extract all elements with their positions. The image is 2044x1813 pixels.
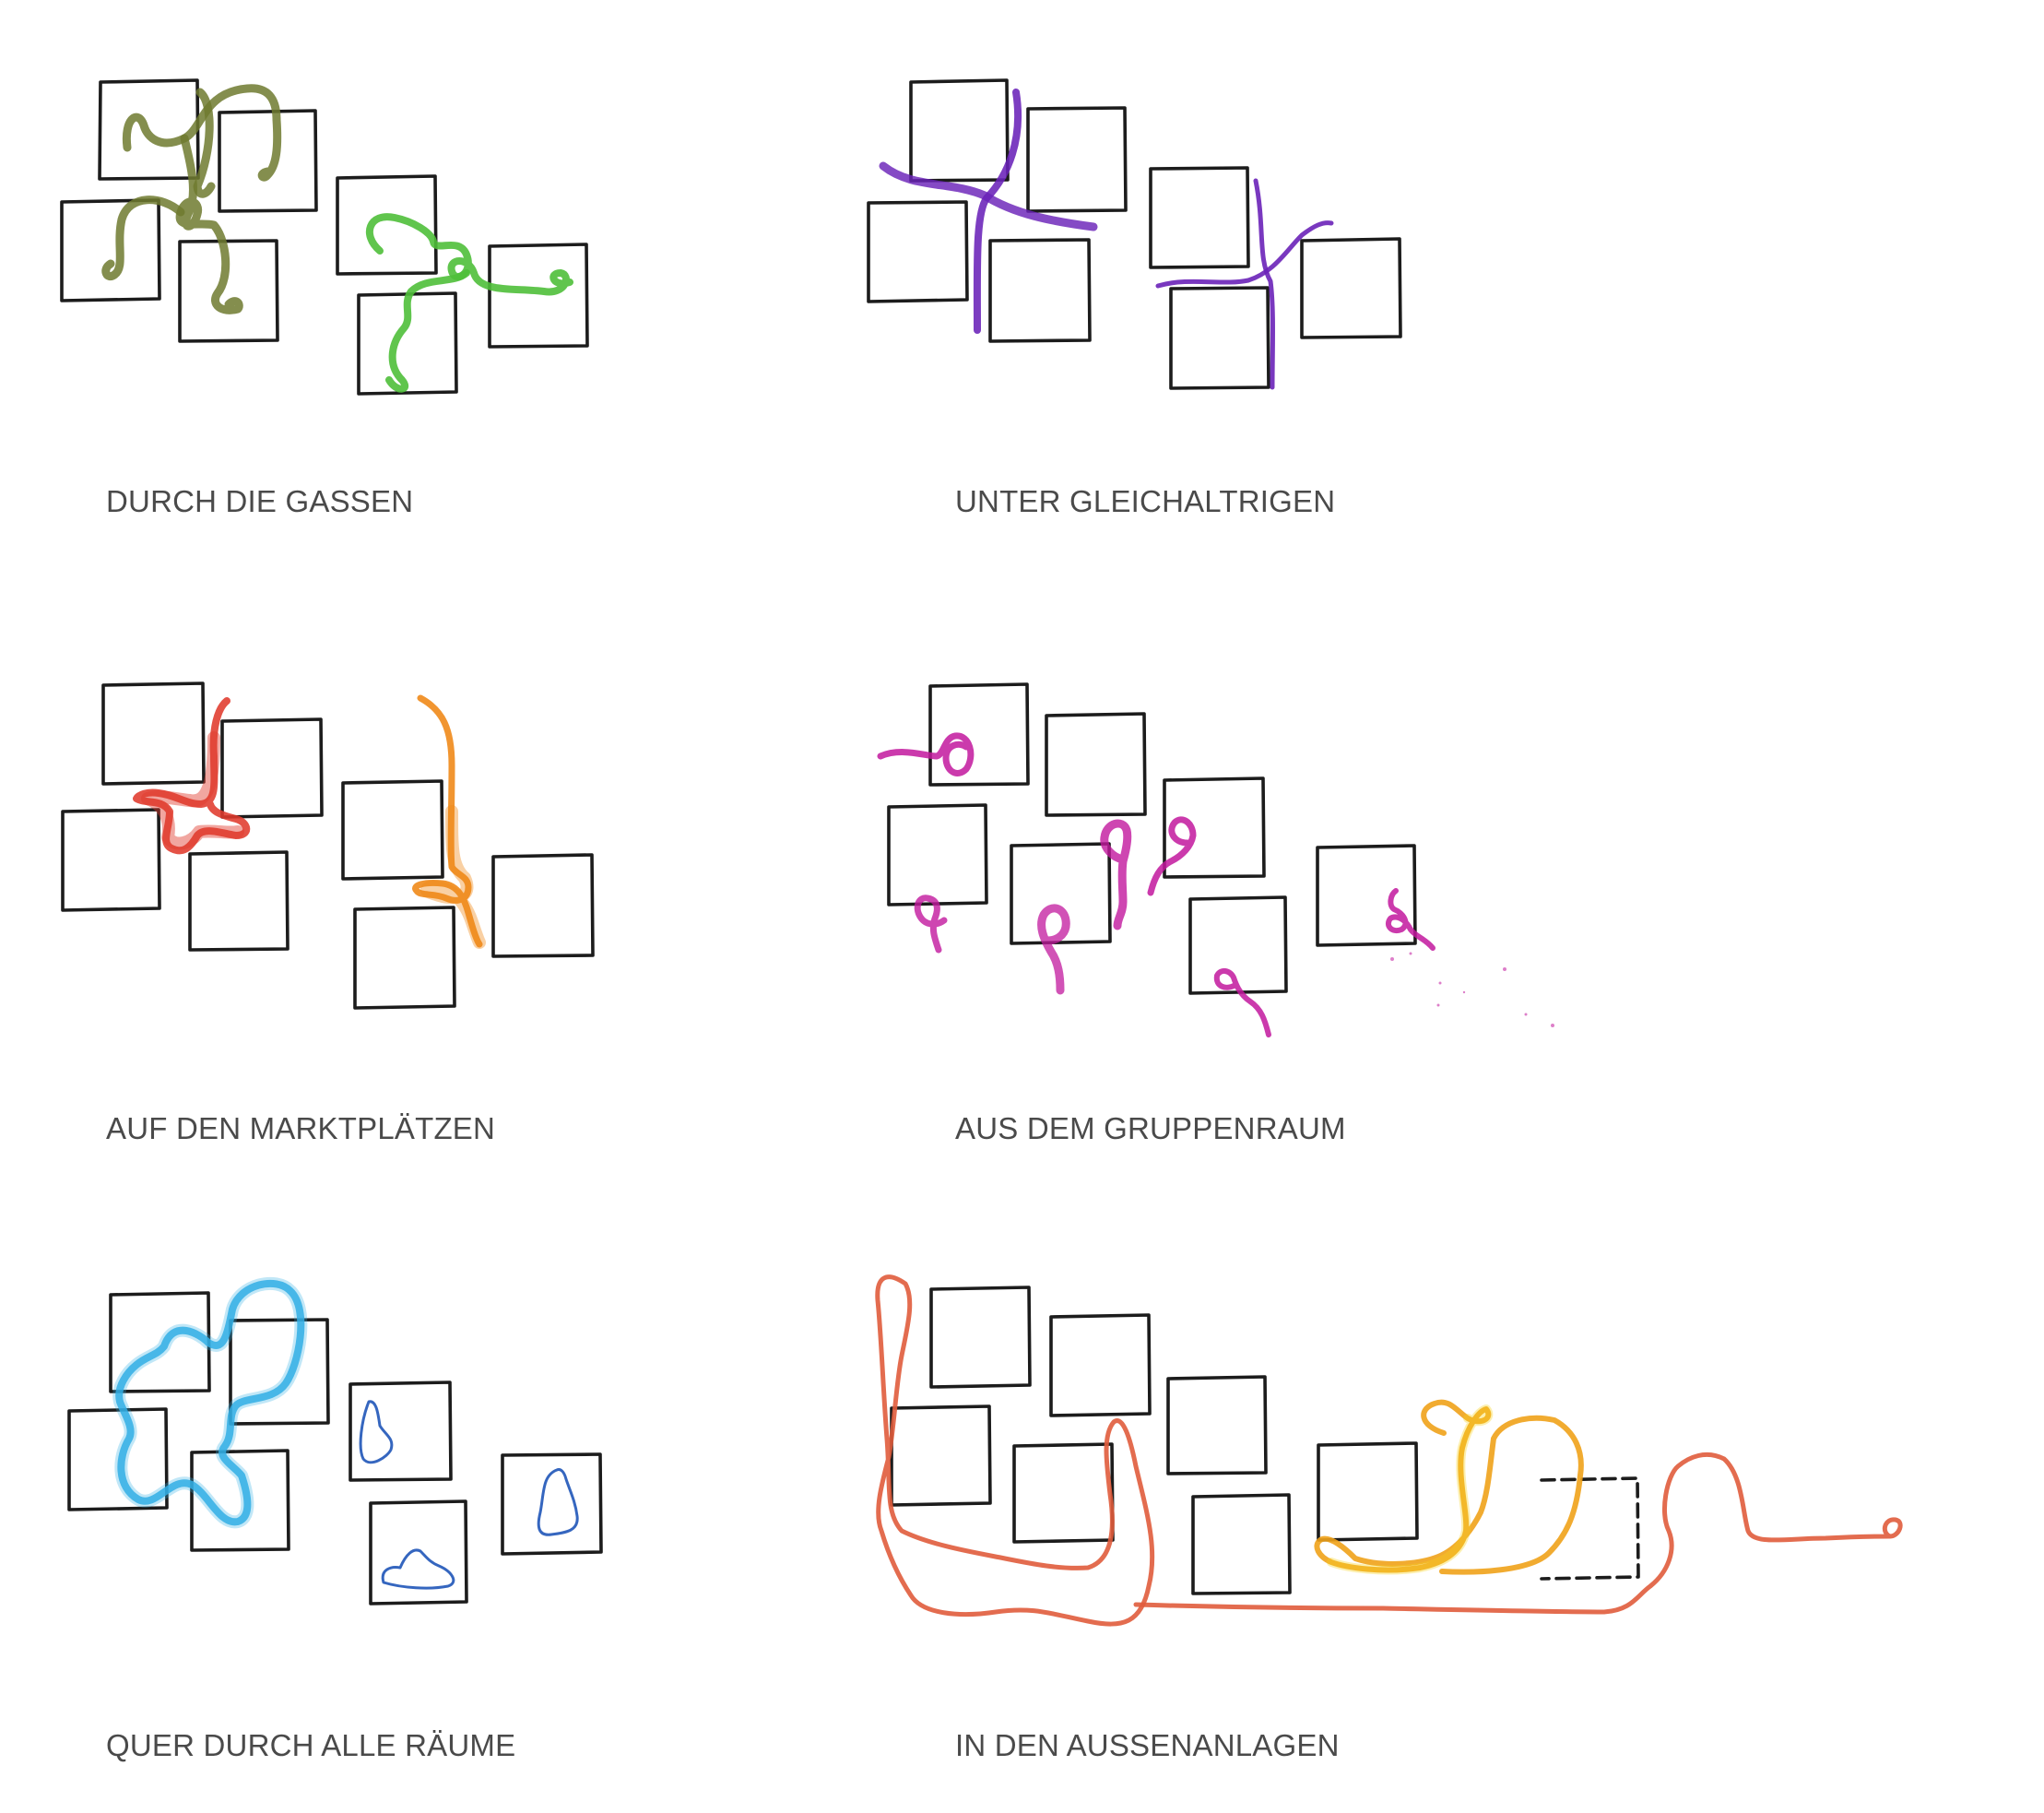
room-boxes [67,1291,603,1606]
path-yellow-outdoor [1314,1399,1584,1575]
caption-aus-dem-gruppenraum: AUS DEM GRUPPENRAUM [955,1111,1346,1145]
panel-unter-gleichaltrigen [867,78,1402,390]
path-orange-market [412,694,486,949]
panel-auf-den-marktplaetzen [61,681,595,1010]
path-cyan-tour [112,1276,308,1529]
room-boxes [867,78,1402,390]
caption-in-den-aussenanlagen: IN DEN AUSSENANLAGEN [955,1728,1340,1762]
panel-quer-durch-alle-raeume [67,1276,603,1606]
caption-quer-durch-alle-raeume: QUER DURCH ALLE RÄUME [106,1728,516,1762]
caption-auf-den-marktplaetzen: AUF DEN MARKTPLÄTZEN [106,1111,496,1145]
panel-in-den-aussenanlagen [875,1274,1903,1627]
caption-unter-gleichaltrigen: UNTER GLEICHALTRIGEN [955,484,1336,518]
panel-aus-dem-gruppenraum [877,682,1554,1037]
room-boxes [890,1286,1640,1595]
path-olive [101,84,282,314]
path-red-outdoor [875,1274,1903,1627]
room-boxes [61,681,595,1010]
panel-durch-die-gassen [60,78,589,396]
path-red-market [133,697,251,855]
room-boxes [887,682,1417,995]
ink-speckles [1390,952,1554,1027]
path-magenta-loops [877,732,1554,1037]
room-boxes [60,78,589,396]
path-blue-blobs [359,1400,579,1590]
path-purple [879,89,1334,390]
path-green [365,213,573,393]
caption-durch-die-gassen: DURCH DIE GASSEN [106,484,414,518]
